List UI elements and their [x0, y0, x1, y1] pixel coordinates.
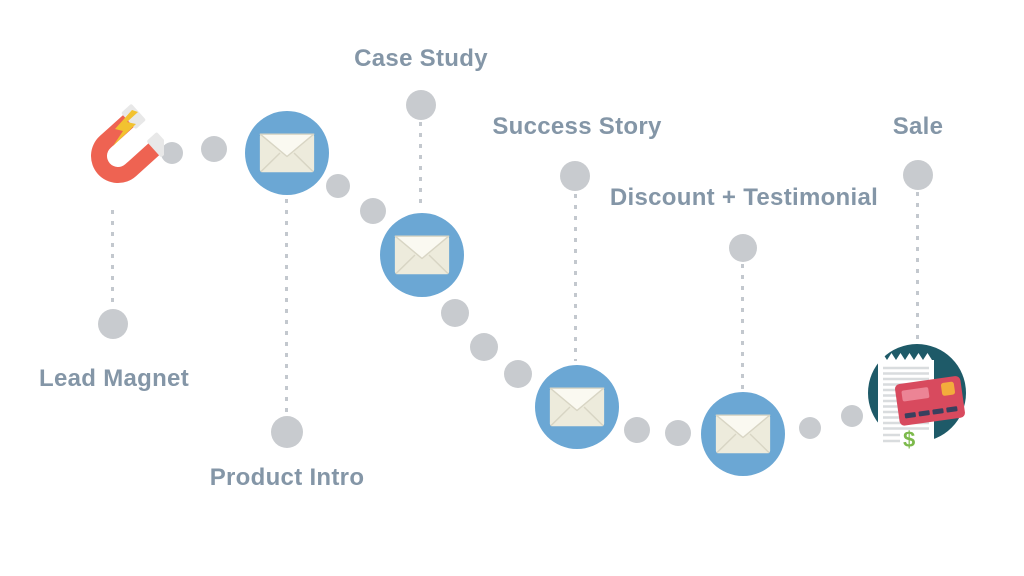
path-dot [326, 174, 350, 198]
dashed-stem-case-study [419, 122, 422, 209]
envelope-icon [259, 133, 315, 173]
node-label-discount-testimonial: Discount + Testimonial [609, 184, 879, 211]
magnet-icon [72, 104, 171, 200]
envelope-icon [394, 235, 450, 275]
stem-dot-sale [903, 160, 933, 190]
dollar-sign: $ [903, 427, 915, 452]
path-dot [841, 405, 863, 427]
path-dot [504, 360, 532, 388]
envelope-icon [715, 414, 771, 454]
path-dot [201, 136, 227, 162]
stem-dot-discount-testimonial [729, 234, 757, 262]
email-node-success-story [535, 365, 619, 449]
receipt-credit-card-icon: $ [868, 344, 966, 452]
envelope-icon [549, 387, 605, 427]
magnet-icon-svg [91, 104, 171, 183]
node-label-case-study: Case Study [354, 45, 488, 72]
path-dot [470, 333, 498, 361]
path-dot [799, 417, 821, 439]
node-label-sale: Sale [892, 113, 944, 140]
dashed-stem-lead-magnet [111, 210, 114, 306]
sale-node: $ [855, 338, 975, 453]
node-label-lead-magnet: Lead Magnet [39, 365, 189, 392]
path-dot [441, 299, 469, 327]
stem-dot-success-story [560, 161, 590, 191]
node-label-success-story: Success Story [492, 113, 662, 140]
email-node-product-intro [245, 111, 329, 195]
stem-dot-lead-magnet [98, 309, 128, 339]
lightning-icon [113, 110, 138, 146]
stem-dot-product-intro [271, 416, 303, 448]
node-label-product-intro: Product Intro [209, 464, 365, 491]
dashed-stem-sale [916, 192, 919, 342]
stem-dot-case-study [406, 90, 436, 120]
dashed-stem-discount-testimonial [741, 264, 744, 390]
path-dot [360, 198, 386, 224]
path-dot [161, 142, 183, 164]
dashed-stem-success-story [574, 194, 577, 361]
email-node-discount-testimonial [701, 392, 785, 476]
path-dot [624, 417, 650, 443]
credit-card-icon [895, 376, 965, 426]
dashed-stem-product-intro [285, 199, 288, 412]
path-dot [665, 420, 691, 446]
email-node-case-study [380, 213, 464, 297]
